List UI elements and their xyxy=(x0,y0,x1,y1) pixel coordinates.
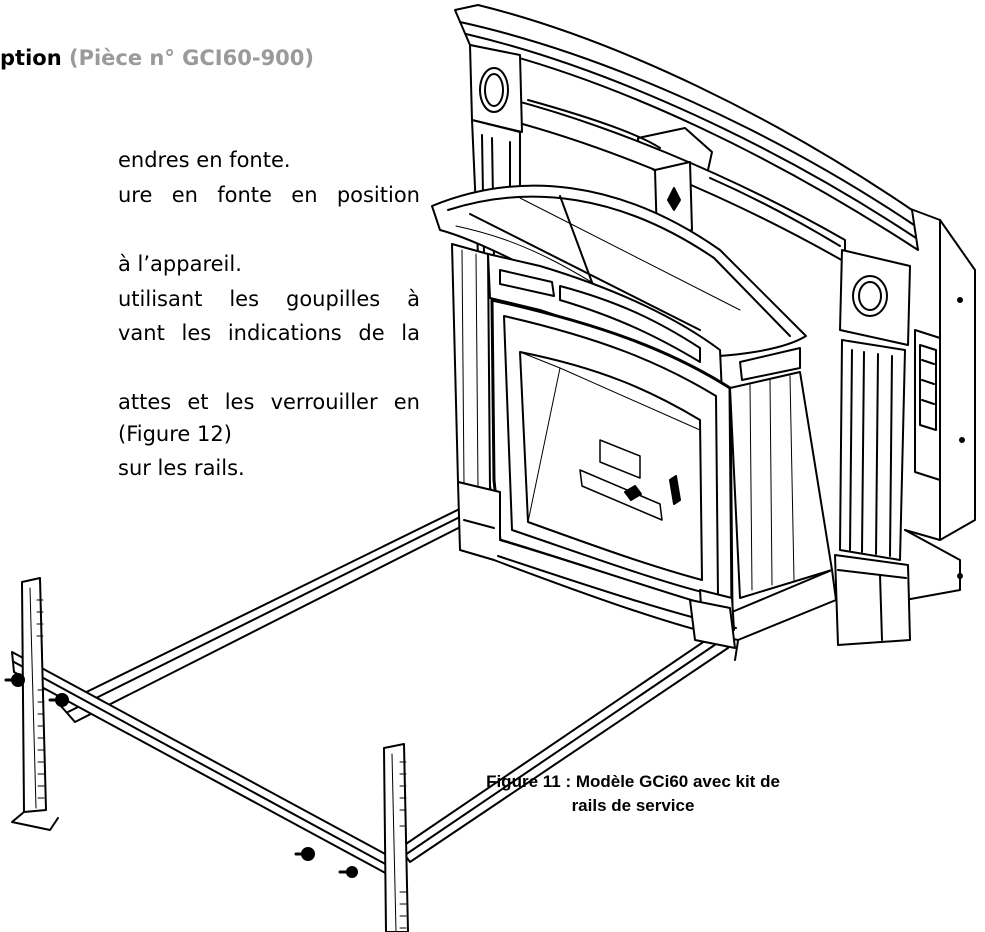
instruction-line-8: sur les rails. xyxy=(118,456,245,480)
instruction-line-7: (Figure 12) xyxy=(118,422,232,446)
instruction-line-4: utilisant les goupilles à xyxy=(118,287,420,311)
figure-caption: Figure 11 : Modèle GCi60 avec kit de rai… xyxy=(486,772,780,815)
instruction-line-3: à l’appareil. xyxy=(118,252,242,276)
rail-knob xyxy=(346,866,358,878)
instruction-line-5: vant les indications de la xyxy=(118,321,420,345)
heading-title: ption xyxy=(0,46,62,70)
post-rack-teeth xyxy=(36,599,45,799)
instruction-line-1: endres en fonte. xyxy=(118,148,291,172)
service-rail-frame xyxy=(4,485,741,932)
instruction-line-6: attes et les verrouiller en xyxy=(118,390,420,414)
rail-knob xyxy=(301,847,315,861)
section-heading: ption (Pièce n° GCI60-900) xyxy=(0,46,314,70)
heading-part-number: (Pièce n° GCI60-900) xyxy=(68,46,314,70)
instruction-line-2: ure en fonte en position xyxy=(118,183,420,207)
stove-insert xyxy=(431,184,837,649)
rail-knob xyxy=(11,673,25,687)
rail-knob xyxy=(55,693,69,707)
